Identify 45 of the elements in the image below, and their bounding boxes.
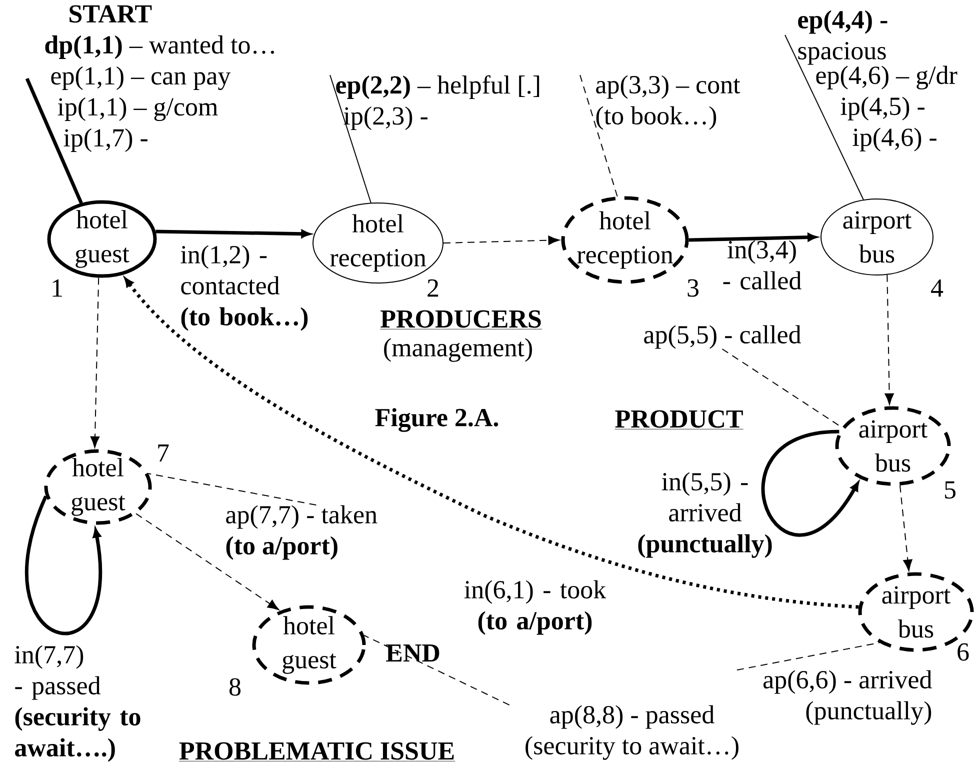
edge-label: in(7,7) - passed (security to await….) <box>14 645 140 762</box>
node-number: 4 <box>931 279 944 297</box>
leader-line <box>25 78 83 204</box>
leader-line <box>736 642 880 670</box>
section-heading: PRODUCERS <box>380 310 542 330</box>
arrow <box>136 513 280 610</box>
oval-node: hotel guest <box>252 605 366 685</box>
end-label: END <box>386 644 440 662</box>
edge-label: in(3,4) - called <box>723 240 802 290</box>
leader-line <box>364 634 510 706</box>
edge-label: in(6,1) - took (to a/port) <box>464 580 606 635</box>
arrow <box>124 278 859 609</box>
node-number: 3 <box>688 279 698 297</box>
loop-arrow <box>25 496 102 635</box>
edge-label: in(1,2) - contacted (to book…) <box>180 245 308 331</box>
arrow <box>899 484 912 572</box>
annotation-text: ap(3,3) – cont (to book…) <box>596 75 740 130</box>
section-heading: PROBLEMATIC ISSUE <box>178 742 456 762</box>
annotation-text: ap(6,6) - arrived (punctually) <box>763 670 932 725</box>
node-number: 1 <box>52 279 62 297</box>
annotation-text: START dp(1,1) – wanted to… ep(1,1) – can pay ip(1,1) – g/com ip(1,7) - <box>45 5 274 152</box>
leader-line <box>784 34 864 200</box>
figure-caption: Figure 2.A. <box>375 408 498 432</box>
edge-label: in(5,5) - arrived (punctually) <box>638 472 772 558</box>
node-number: 6 <box>958 643 969 661</box>
section-heading: PRODUCT <box>614 410 744 430</box>
arrow <box>90 277 100 448</box>
oval-node: hotel reception <box>561 196 689 284</box>
leader-line <box>580 74 618 198</box>
node-number: 8 <box>230 678 241 696</box>
annotation-text: ep(2,2) – helpful [.] ip(2,3) - <box>336 75 540 130</box>
annotation-text: ap(5,5) - called <box>644 325 801 349</box>
oval-node: airport bus <box>820 198 934 276</box>
oval-node: hotel guest <box>44 449 152 525</box>
annotation-text: ap(7,7) - taken (to a/port) <box>226 505 378 560</box>
annotation-text: ap(8,8) - passed (security to await…) <box>526 705 738 760</box>
node-number: 7 <box>158 444 169 462</box>
loop-arrow <box>762 430 859 537</box>
subtitle-text: (management) <box>384 338 532 362</box>
leader-line <box>330 74 372 204</box>
oval-node: hotel guest <box>47 200 157 278</box>
arrow <box>884 274 894 405</box>
arrow <box>443 236 560 245</box>
leader-line <box>148 473 317 506</box>
annotation-text: ep(4,4) - spacious ep(4,6) – g/dr ip(4,5) - ip(4,6) - <box>798 10 958 152</box>
